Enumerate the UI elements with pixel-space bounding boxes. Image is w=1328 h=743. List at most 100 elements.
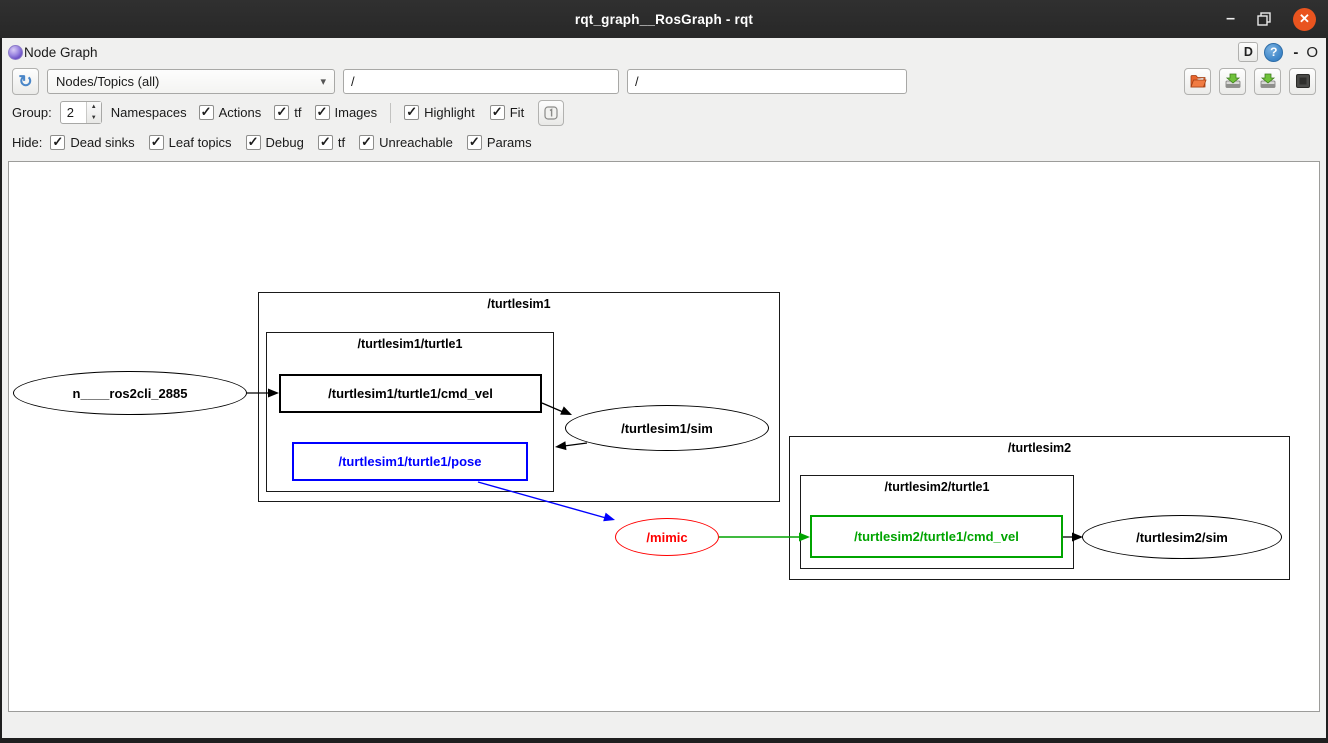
app-frame: Node Graph D ? - O ↻ Nodes/Topics (all) … bbox=[0, 38, 1328, 743]
cluster-turtlesim1-turtle1: /turtlesim1/turtle1 bbox=[266, 332, 554, 492]
node-ros2cli[interactable]: n____ros2cli_2885 bbox=[13, 371, 247, 415]
close-icon: ✕ bbox=[1299, 11, 1310, 26]
check-icon: ✓ bbox=[247, 134, 259, 149]
check-icon: ✓ bbox=[406, 104, 418, 119]
rqt-plugin-icon bbox=[8, 44, 23, 60]
dock-minimize-button[interactable]: - bbox=[1293, 43, 1299, 61]
checkbox-tf[interactable]: ✓ tf bbox=[274, 104, 302, 120]
dock-header: Node Graph D ? - O bbox=[2, 38, 1326, 64]
checkbox-dead-sinks[interactable]: ✓ Dead sinks bbox=[50, 134, 135, 150]
restore-icon bbox=[1257, 12, 1271, 26]
cluster-turtlesim2-turtle1: /turtlesim2/turtle1 bbox=[800, 475, 1074, 569]
check-icon: ✓ bbox=[52, 134, 64, 149]
group-spinbox[interactable]: 2 ▲ ▼ bbox=[59, 101, 102, 124]
dock-d-button[interactable]: D bbox=[1238, 42, 1259, 62]
checkbox-indicator: ✓ bbox=[317, 134, 333, 150]
checkbox-unreachable[interactable]: ✓ Unreachable bbox=[359, 135, 453, 150]
help-icon: ? bbox=[1270, 45, 1278, 59]
node-turtlesim1-sim[interactable]: /turtlesim1/sim bbox=[565, 405, 769, 451]
hide-label: Hide: bbox=[12, 135, 43, 150]
checkbox-indicator: ✓ bbox=[466, 134, 482, 150]
chevron-down-icon: ▾ bbox=[320, 75, 326, 88]
graph-canvas[interactable]: /turtlesim1 /turtlesim1/turtle1 /turtles… bbox=[8, 161, 1320, 712]
arrowhead bbox=[268, 388, 279, 398]
edge-line bbox=[477, 481, 607, 519]
arrowhead bbox=[560, 406, 572, 415]
arrowhead bbox=[1072, 532, 1083, 542]
dock-title: Node Graph bbox=[24, 44, 98, 60]
check-icon: ✓ bbox=[491, 104, 503, 119]
maximize-button[interactable] bbox=[1257, 12, 1271, 26]
check-icon: ✓ bbox=[468, 134, 480, 149]
checkbox-indicator: ✓ bbox=[359, 135, 375, 150]
topic-filter-input[interactable] bbox=[627, 68, 907, 94]
checkbox-indicator: ✓ bbox=[148, 134, 164, 150]
save-dot-button[interactable] bbox=[1219, 67, 1246, 95]
minimize-button[interactable]: – bbox=[1226, 10, 1235, 27]
highlight-level-button[interactable] bbox=[1289, 67, 1316, 95]
graph-type-select[interactable]: Nodes/Topics (all) ▾ bbox=[47, 68, 335, 94]
save-image-icon bbox=[1260, 73, 1275, 88]
checkbox-indicator: ✓ bbox=[245, 134, 261, 150]
toolbar: ↻ Nodes/Topics (all) ▾ bbox=[2, 64, 1326, 98]
check-icon: ✓ bbox=[276, 104, 288, 119]
checkbox-hide-tf[interactable]: ✓ tf bbox=[317, 134, 345, 150]
spin-down-button[interactable]: ▼ bbox=[90, 114, 97, 121]
node-mimic[interactable]: /mimic bbox=[615, 518, 719, 556]
group-value: 2 bbox=[66, 105, 74, 120]
edge-line bbox=[541, 402, 564, 413]
arrowhead bbox=[799, 532, 810, 542]
edges-svg bbox=[247, 388, 1083, 542]
check-icon: ✓ bbox=[316, 104, 328, 119]
topic-turtlesim1-cmd-vel[interactable]: /turtlesim1/turtle1/cmd_vel bbox=[279, 374, 542, 413]
dock-help-button[interactable]: ? bbox=[1264, 42, 1284, 62]
cluster-label: /turtlesim2/turtle1 bbox=[884, 480, 990, 494]
window-title: rqt_graph__RosGraph - rqt bbox=[574, 11, 754, 27]
topic-turtlesim2-cmd-vel[interactable]: /turtlesim2/turtle1/cmd_vel bbox=[810, 515, 1063, 558]
checkbox-indicator: ✓ bbox=[489, 104, 505, 120]
load-dot-button[interactable] bbox=[1184, 67, 1211, 95]
checkbox-indicator: ✓ bbox=[274, 104, 290, 120]
check-icon: ✓ bbox=[150, 134, 162, 149]
checkbox-debug[interactable]: ✓ Debug bbox=[245, 134, 304, 150]
cluster-label: /turtlesim1 bbox=[487, 297, 551, 311]
save-image-button[interactable] bbox=[1254, 67, 1281, 95]
checkbox-images[interactable]: ✓ Images bbox=[314, 104, 377, 120]
cluster-turtlesim1: /turtlesim1 bbox=[258, 292, 780, 502]
node-filter-input[interactable] bbox=[343, 68, 619, 94]
arrowhead bbox=[555, 441, 567, 451]
fit-in-view-icon bbox=[544, 105, 558, 120]
checkbox-params[interactable]: ✓ Params bbox=[466, 134, 532, 150]
save-download-icon bbox=[1225, 73, 1240, 88]
checkbox-fit[interactable]: ✓ Fit bbox=[489, 104, 524, 120]
group-label: Group: bbox=[12, 105, 52, 120]
checkbox-indicator: ✓ bbox=[314, 104, 330, 120]
namespaces-label: Namespaces bbox=[110, 105, 187, 120]
topic-turtlesim1-pose[interactable]: /turtlesim1/turtle1/pose bbox=[292, 442, 528, 481]
cluster-label: /turtlesim2 bbox=[1007, 441, 1072, 455]
checkbox-leaf-topics[interactable]: ✓ Leaf topics bbox=[148, 134, 232, 150]
refresh-button[interactable]: ↻ bbox=[12, 67, 39, 95]
checkbox-actions[interactable]: ✓ Actions bbox=[198, 104, 261, 120]
checkbox-indicator: ✓ bbox=[198, 104, 214, 120]
refresh-icon: ↻ bbox=[18, 71, 33, 91]
checkbox-indicator: ✓ bbox=[50, 134, 66, 150]
window-titlebar: rqt_graph__RosGraph - rqt – ✕ bbox=[0, 0, 1328, 38]
hide-row: Hide: ✓ Dead sinks ✓ Leaf topics ✓ Debug… bbox=[2, 127, 1326, 158]
close-button[interactable]: ✕ bbox=[1293, 7, 1316, 31]
folder-open-icon bbox=[1189, 75, 1207, 88]
graph-type-value: Nodes/Topics (all) bbox=[56, 73, 160, 89]
fit-in-view-button[interactable] bbox=[538, 99, 565, 126]
dark-square-icon bbox=[1295, 74, 1310, 88]
dock-float-button[interactable]: O bbox=[1306, 43, 1318, 61]
cluster-label: /turtlesim1/turtle1 bbox=[357, 337, 463, 351]
node-turtlesim2-sim[interactable]: /turtlesim2/sim bbox=[1082, 515, 1282, 559]
filter-row: Group: 2 ▲ ▼ Namespaces ✓ Actions ✓ tf ✓… bbox=[2, 98, 1326, 127]
separator bbox=[390, 102, 392, 123]
checkbox-indicator: ✓ bbox=[404, 104, 420, 120]
checkbox-highlight[interactable]: ✓ Highlight bbox=[404, 105, 475, 120]
edge-line bbox=[563, 442, 588, 447]
spin-up-button[interactable]: ▲ bbox=[90, 104, 97, 111]
check-icon: ✓ bbox=[319, 134, 331, 149]
check-icon: ✓ bbox=[200, 104, 212, 119]
